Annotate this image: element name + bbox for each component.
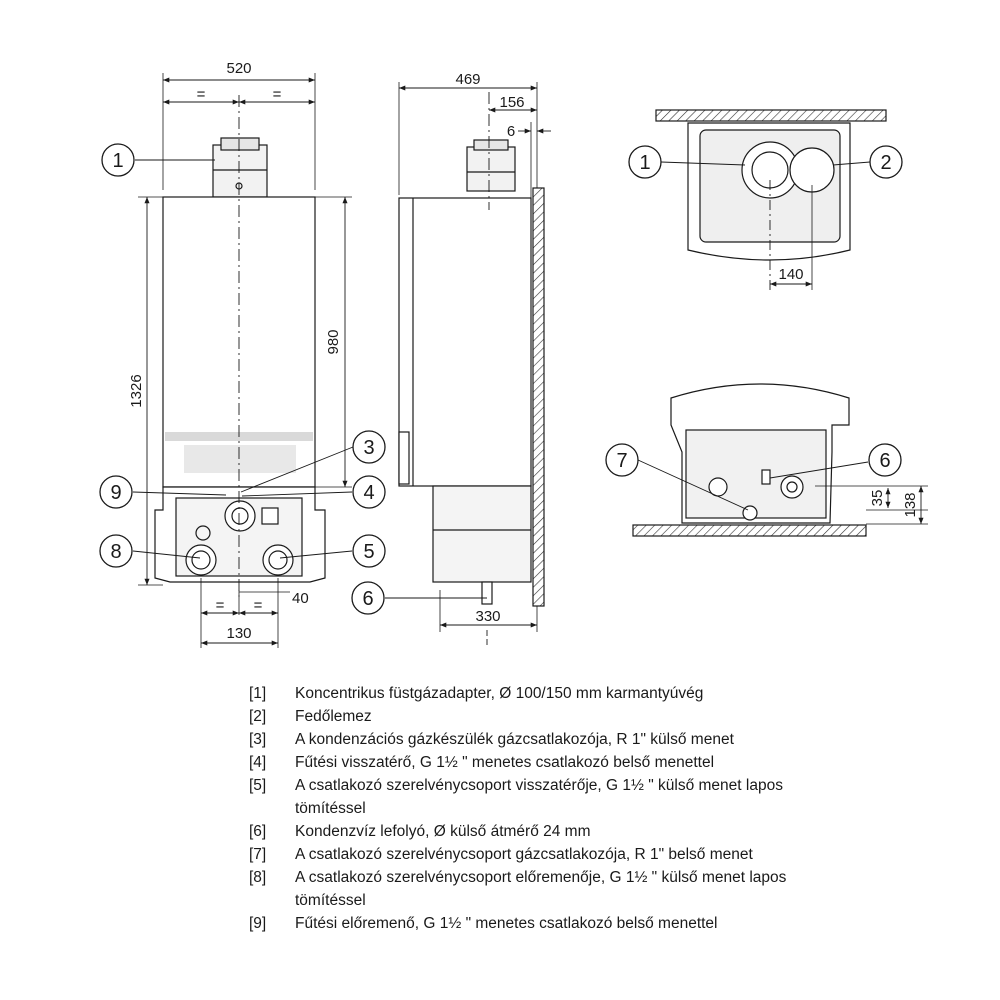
legend-key: [8] (249, 869, 267, 886)
ceiling-plate-top (655, 109, 887, 122)
gas-connection-bottom (742, 505, 758, 521)
dim-equal-left: = (197, 86, 206, 103)
legend-item: [8] A csatlakozó szerelvénycsoport előrem… (249, 866, 809, 912)
legend-text: Kondenzvíz lefolyó, Ø külső átmérő 24 mm (295, 823, 591, 840)
callout-circle-6-bottom (868, 443, 902, 477)
callout-label-4: 4 (363, 482, 374, 504)
dim-height-total: 1326 (128, 374, 145, 407)
connection-bracket-side (432, 485, 532, 583)
callout-label-8: 8 (110, 541, 121, 563)
callout-label-7: 7 (616, 450, 627, 472)
dim-pipe-spacing: 130 (226, 625, 251, 642)
legend-key: [5] (249, 777, 267, 794)
legend-text: A csatlakozó szerelvénycsoport gázcsatla… (295, 846, 753, 863)
legend: [1] Koncentrikus füstgázadapter, Ø 100/15… (249, 682, 809, 935)
dim-flue-offset: 156 (499, 94, 524, 111)
dim-equal-bottom-right: = (254, 597, 263, 614)
callout-label-6-side: 6 (362, 588, 373, 610)
callout-label-6-bottom: 6 (879, 450, 890, 472)
technical-drawing: 520 = = 1326 980 = = 40 130 469 156 6 33… (99, 60, 928, 648)
side-view (385, 82, 551, 648)
dim-depth-total: 469 (455, 71, 480, 88)
callout-circle-1-top (628, 145, 662, 179)
dim-cond-height-large: 138 (902, 492, 919, 517)
callout-circle-9 (99, 475, 133, 509)
floor-plate-bottom (632, 524, 867, 537)
legend-text: A kondenzációs gázkészülék gázcsatlakozó… (295, 731, 734, 748)
dim-width-front: 520 (226, 60, 251, 77)
dim-depth-base: 330 (475, 608, 500, 625)
return-pipe-front (262, 544, 294, 576)
callout-circle-8 (99, 534, 133, 568)
callout-label-3: 3 (363, 437, 374, 459)
callout-circle-3 (352, 430, 386, 464)
callout-label-9: 9 (110, 482, 121, 504)
dim-wall-gap: 6 (507, 123, 515, 140)
callout-circle-6-side (351, 581, 385, 615)
legend-key: [4] (249, 754, 267, 771)
legend-text: A csatlakozó szerelvénycsoport visszatér… (295, 777, 783, 817)
legend-item: [7] A csatlakozó szerelvénycsoport gázcsa… (249, 843, 809, 866)
legend-text: Fedőlemez (295, 708, 372, 725)
legend-key: [9] (249, 915, 267, 932)
callout-circle-7 (605, 443, 639, 477)
legend-key: [2] (249, 708, 267, 725)
boiler-casing-side (398, 197, 532, 487)
legend-item: [3] A kondenzációs gázkészülék gázcsatlak… (249, 728, 809, 751)
callout-circle-1-front (101, 143, 135, 177)
legend-text: Koncentrikus füstgázadapter, Ø 100/150 m… (295, 685, 704, 702)
dim-equal-bottom-left: = (216, 597, 225, 614)
callout-circle-5 (352, 534, 386, 568)
legend-item: [9] Fűtési előremenő, G 1½ " menetes csat… (249, 912, 809, 935)
legend-item: [6] Kondenzvíz lefolyó, Ø külső átmérő 24… (249, 820, 809, 843)
legend-item: [5] A csatlakozó szerelvénycsoport vissza… (249, 774, 809, 820)
dim-height-body: 980 (325, 329, 342, 354)
legend-text: Fűtési visszatérő, G 1½ " menetes csatla… (295, 754, 715, 771)
legend-key: [1] (249, 685, 267, 702)
legend-text: A csatlakozó szerelvénycsoport előremenő… (295, 869, 787, 909)
callout-circle-4 (352, 475, 386, 509)
callout-label-1-top: 1 (639, 152, 650, 174)
legend-key: [7] (249, 846, 267, 863)
dim-equal-right: = (273, 86, 282, 103)
callout-label-5: 5 (363, 541, 374, 563)
dim-top-spacing: 140 (778, 266, 803, 283)
legend-key: [6] (249, 823, 267, 840)
legend-text: Fűtési előremenő, G 1½ " menetes csatlak… (295, 915, 718, 932)
legend-key: [3] (249, 731, 267, 748)
callout-label-1-front: 1 (112, 150, 123, 172)
legend-item: [4] Fűtési visszatérő, G 1½ " menetes csa… (249, 751, 809, 774)
dim-cond-height-small: 35 (869, 490, 886, 507)
legend-item: [2] Fedőlemez (249, 705, 809, 728)
legend-item: [1] Koncentrikus füstgázadapter, Ø 100/15… (249, 682, 809, 705)
callout-circle-2 (869, 145, 903, 179)
callout-label-2: 2 (880, 152, 891, 174)
flow-pipe-front (185, 544, 217, 576)
front-view (132, 73, 354, 648)
top-view (655, 109, 887, 290)
dim-pipe-offset: 40 (292, 590, 309, 607)
bottom-view (632, 383, 928, 537)
wall-side (532, 187, 545, 607)
